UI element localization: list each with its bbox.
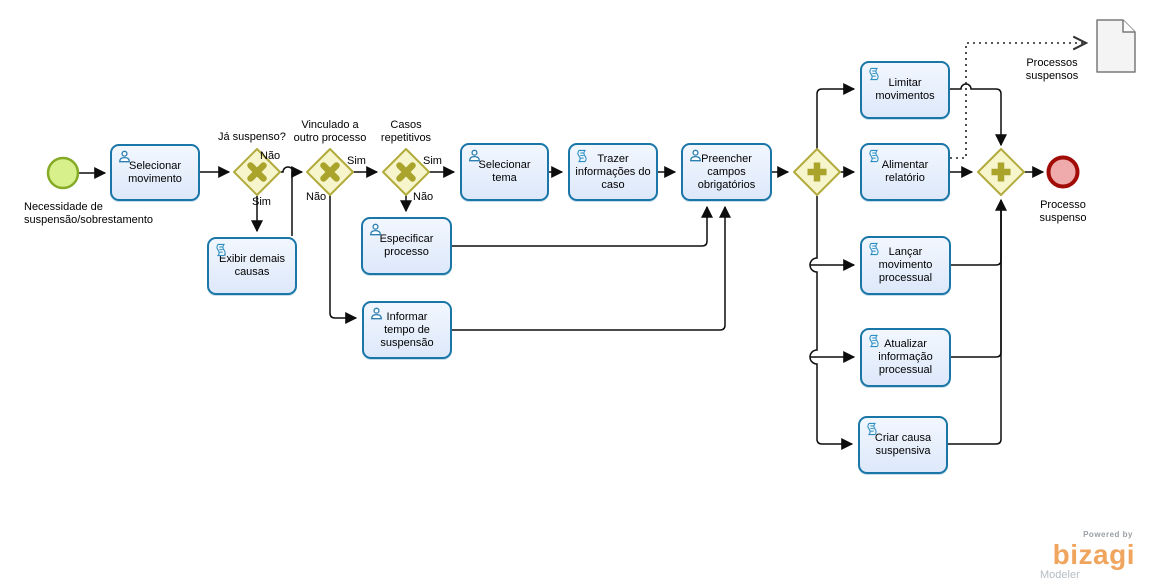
task-informar-tempo-suspensao[interactable]: Informar tempo de suspensão [362, 301, 452, 359]
task-atualizar-informacao-processual[interactable]: Atualizar informação processual [860, 328, 951, 387]
task-label: Alimentar relatório [881, 159, 929, 184]
script-icon [577, 149, 587, 163]
start-event[interactable] [46, 156, 80, 190]
task-selecionar-tema[interactable]: Selecionar tema [460, 143, 549, 201]
gateway-casos-repetitivos[interactable] [382, 148, 430, 196]
flow-split-limitar [816, 83, 856, 149]
gateway-parallel-split[interactable] [793, 148, 841, 196]
task-label: Limitar movimentos [875, 77, 935, 102]
task-label: Preencher campos obrigatórios [697, 152, 756, 191]
task-trazer-informacoes-caso[interactable]: Trazer informações do caso [568, 143, 658, 201]
flow-limitar-join [950, 83, 1007, 147]
task-label: Selecionar tema [478, 159, 531, 184]
task-label: Criar causa suspensiva [874, 432, 932, 457]
task-limitar-movimentos[interactable]: Limitar movimentos [860, 61, 950, 119]
gateway3-yes-label: Sim [423, 155, 442, 167]
task-criar-causa-suspensiva[interactable]: Criar causa suspensiva [858, 416, 948, 474]
bizagi-wordmark: bizagi [1052, 539, 1135, 570]
task-label: Atualizar informação processual [878, 338, 933, 376]
gateway-parallel-join[interactable] [977, 148, 1025, 196]
task-selecionar-movimento[interactable]: Selecionar movimento [110, 144, 200, 201]
task-label: Informar tempo de suspensão [380, 310, 434, 349]
task-label: Exibir demais causas [218, 253, 286, 278]
script-icon [869, 242, 879, 256]
flow-split-down [809, 196, 854, 450]
end-event[interactable] [1046, 155, 1080, 189]
gateway2-question-label: Vinculado a outro processo [293, 119, 367, 144]
script-icon [869, 149, 879, 163]
flow-g2-nao [329, 195, 358, 324]
powered-by-label: Powered by [1083, 530, 1133, 539]
bizagi-logo: Powered by bizagi Modeler [1040, 531, 1135, 581]
gateway-ja-suspenso[interactable] [233, 148, 281, 196]
start-event-label: Necessidade de suspensão/sobrestamento [24, 201, 154, 226]
association-processos-suspensos [950, 43, 1086, 159]
gateway1-no-label: Não [260, 150, 281, 162]
x-gateway-icon [396, 162, 416, 182]
gateway3-question-label: Casos repetitivos [380, 119, 432, 144]
script-icon [869, 67, 879, 81]
task-exibir-demais-causas[interactable]: Exibir demais causas [207, 237, 297, 295]
flow-especificar-preencher [452, 205, 713, 247]
task-label: Lançar movimento processual [878, 246, 933, 284]
script-icon [869, 334, 879, 348]
task-label: Selecionar movimento [128, 159, 182, 185]
x-gateway-icon [247, 162, 267, 182]
gateway2-yes-label: Sim [347, 155, 366, 167]
flow-atualizar-join [951, 202, 1002, 358]
gateway1-question-label: Já suspenso? [218, 131, 286, 143]
gateway3-no-label: Não [413, 191, 434, 203]
data-object-document-icon[interactable] [1096, 19, 1136, 73]
script-icon [216, 243, 226, 257]
task-label: Trazer informações do caso [575, 152, 651, 191]
modeler-label: Modeler [1040, 569, 1080, 581]
flow-informar-preencher [452, 205, 731, 331]
user-icon [690, 149, 701, 162]
user-icon [370, 223, 381, 236]
flow-criar-join [948, 198, 1007, 445]
end-event-label: Processo suspenso [1039, 199, 1087, 224]
flow-g1-nao [280, 166, 304, 178]
task-especificar-processo[interactable]: Especificar processo [361, 217, 452, 275]
task-preencher-campos-obrigatorios[interactable]: Preencher campos obrigatórios [681, 143, 772, 201]
gateway2-no-label: Não [306, 191, 327, 203]
data-object-label: Processos suspensos [1025, 57, 1079, 82]
task-alimentar-relatorio[interactable]: Alimentar relatório [860, 143, 950, 201]
x-gateway-icon [320, 162, 340, 182]
gateway-vinculado-outro-processo[interactable] [306, 148, 354, 196]
flow-lancar-join [951, 202, 1002, 266]
plus-gateway-icon [991, 162, 1011, 182]
plus-gateway-icon [807, 162, 827, 182]
gateway1-yes-label: Sim [252, 196, 271, 208]
script-icon [867, 422, 877, 436]
user-icon [119, 150, 130, 163]
user-icon [371, 307, 382, 320]
user-icon [469, 149, 480, 162]
task-label: Especificar processo [379, 233, 434, 258]
task-lancar-movimento-processual[interactable]: Lançar movimento processual [860, 236, 951, 295]
